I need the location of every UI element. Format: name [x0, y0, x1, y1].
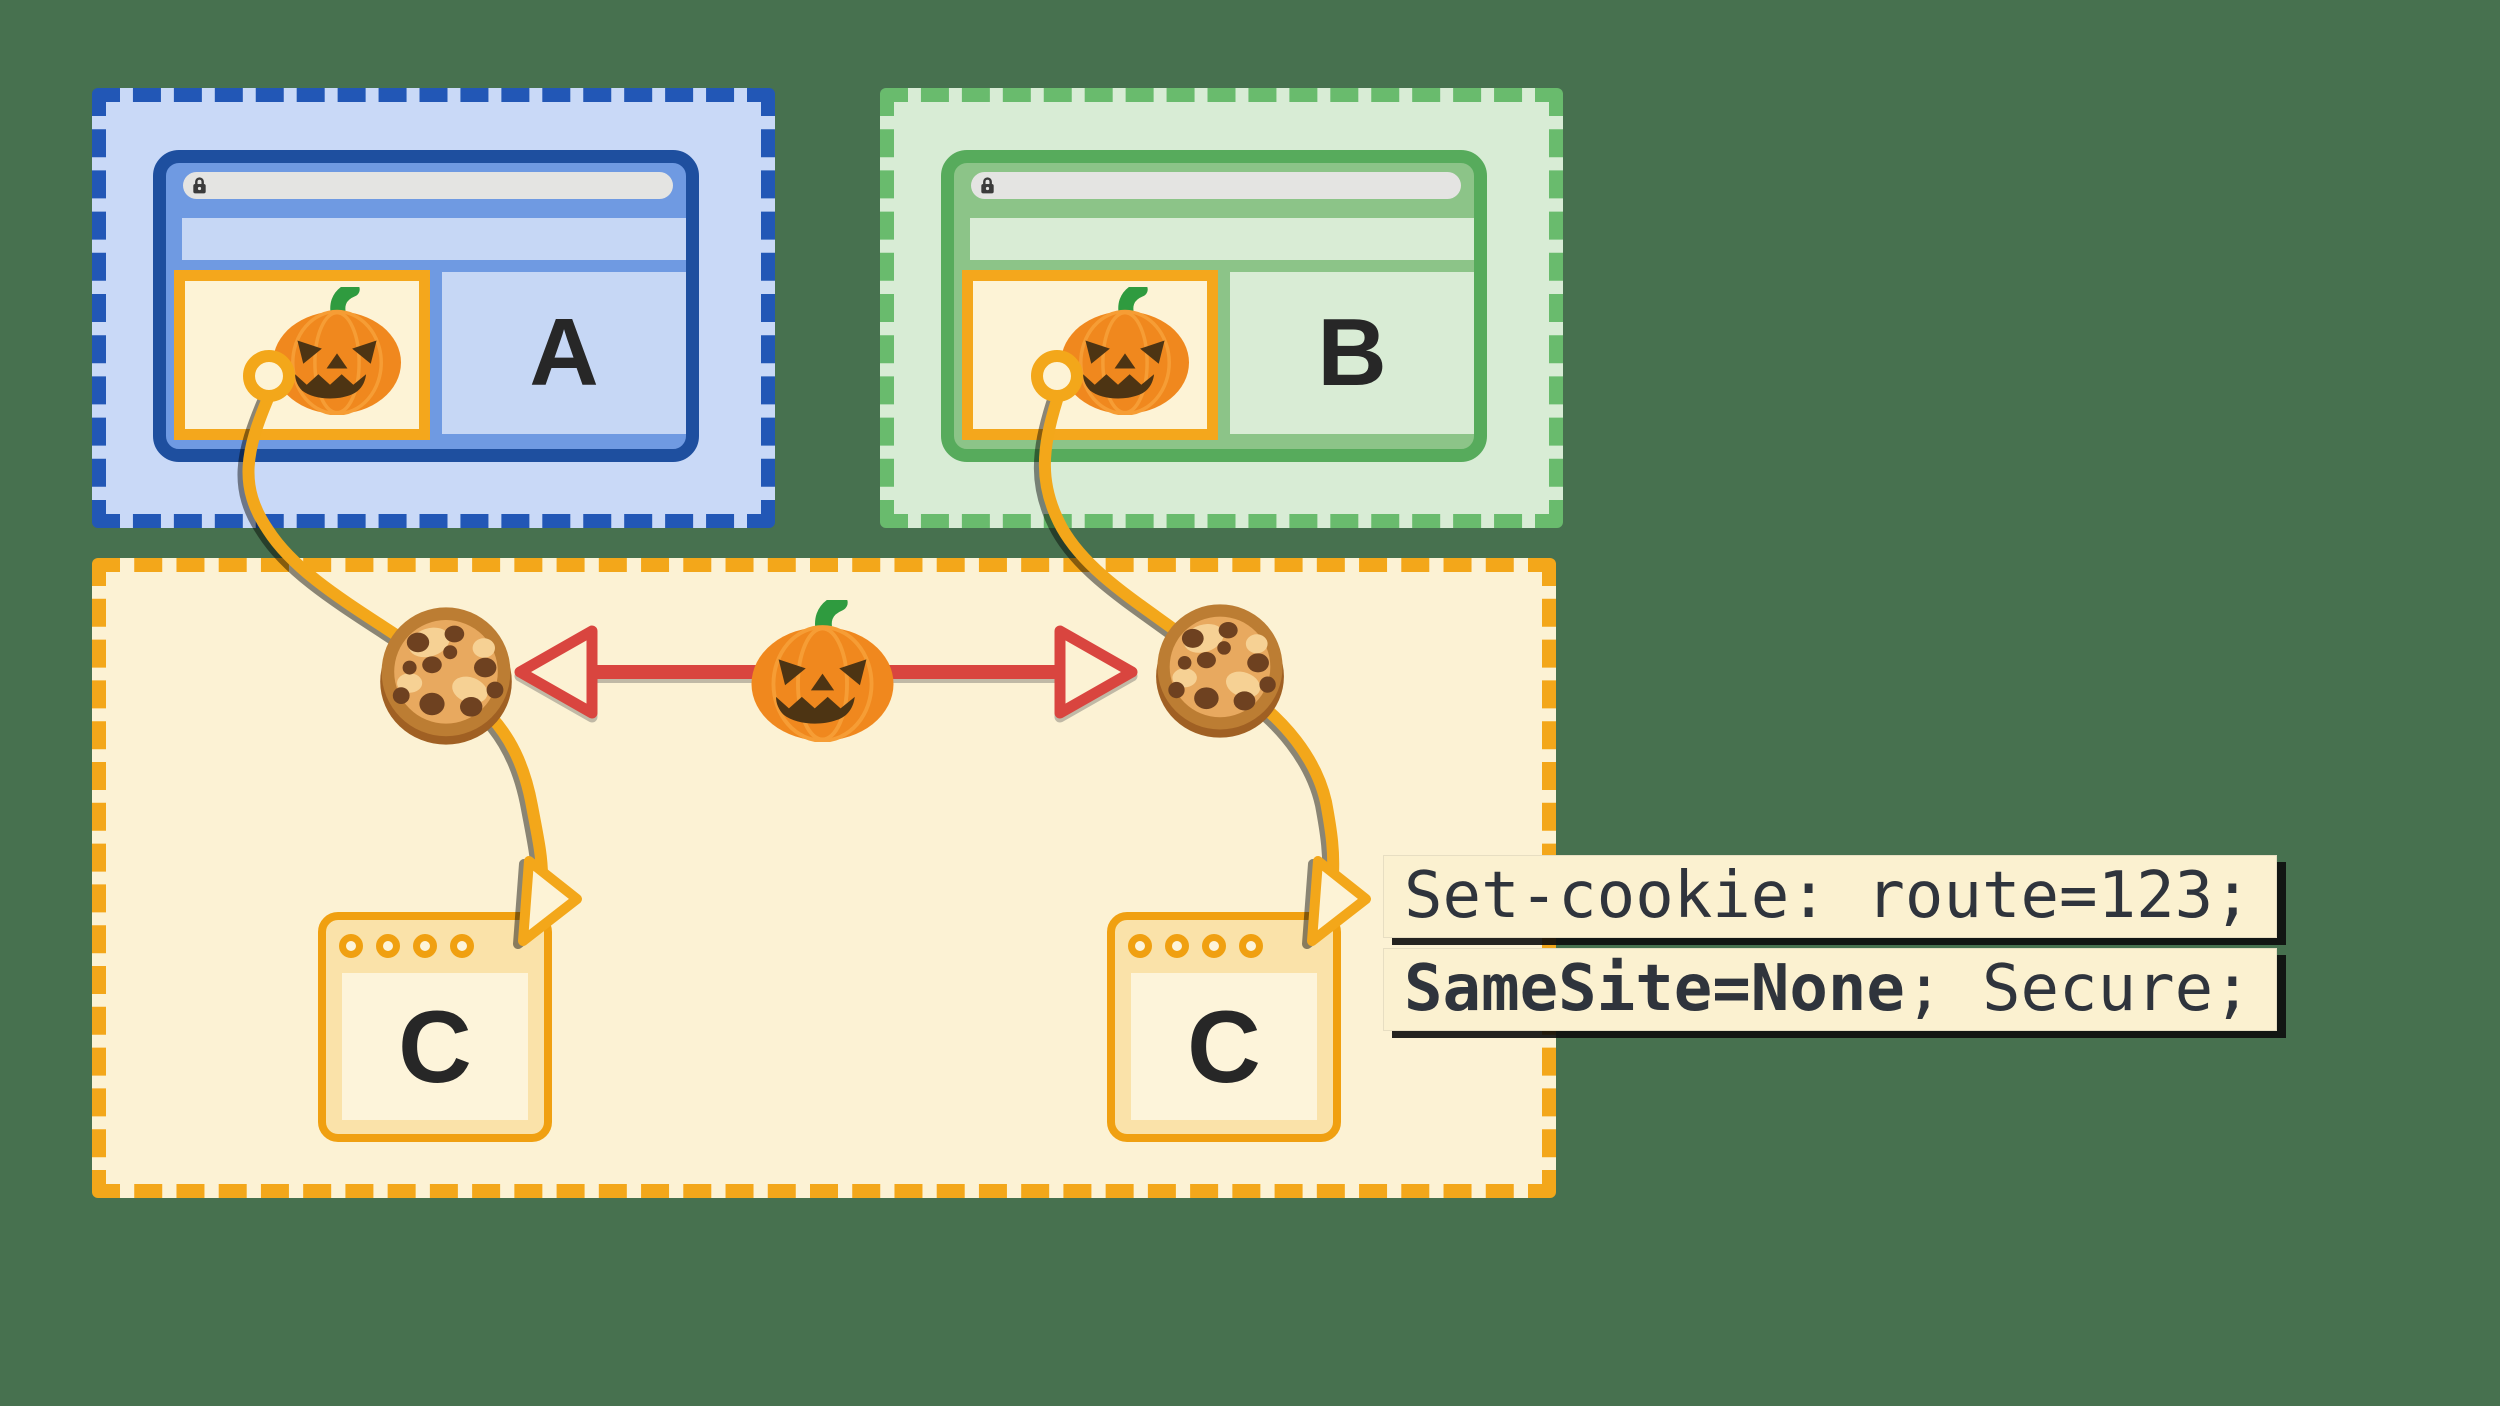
window-dots — [339, 934, 487, 958]
window-c-right-label: C — [1187, 989, 1261, 1104]
window-dot — [450, 934, 474, 958]
site-a-label: A — [529, 299, 599, 406]
window-c-left-label: C — [398, 989, 472, 1104]
site-b-label: B — [1317, 299, 1387, 406]
window-dot — [1165, 934, 1189, 958]
third-party-iframe-b — [962, 270, 1218, 440]
address-bar-b — [971, 172, 1461, 199]
third-party-window-c-right: C — [1107, 912, 1341, 1142]
set-cookie-text: Set-cookie: route=123; — [1404, 859, 2252, 933]
window-c-right-body: C — [1131, 973, 1317, 1120]
third-party-window-c-left: C — [318, 912, 552, 1142]
secure-text: ; Secure; — [1904, 952, 2252, 1026]
site-b-content-block: B — [1230, 272, 1474, 434]
window-dot — [376, 934, 400, 958]
page-content-band-b — [970, 218, 1474, 260]
window-dot — [1239, 934, 1263, 958]
lock-icon — [981, 177, 994, 194]
window-dot — [339, 934, 363, 958]
browser-window-b: B — [941, 150, 1487, 462]
window-dot — [413, 934, 437, 958]
set-cookie-header-line-1: Set-cookie: route=123; — [1383, 855, 2277, 938]
third-party-iframe-a — [174, 270, 430, 440]
window-dot — [1128, 934, 1152, 958]
window-dot — [1202, 934, 1226, 958]
lock-icon — [193, 177, 206, 194]
page-content-band-a — [182, 218, 686, 260]
browser-window-a: A — [153, 150, 699, 462]
site-a-content-block: A — [442, 272, 686, 434]
window-c-left-body: C — [342, 973, 528, 1120]
window-dots — [1128, 934, 1276, 958]
set-cookie-header-line-2: SameSite=None; Secure; — [1383, 948, 2277, 1031]
address-bar-a — [183, 172, 673, 199]
samesite-none-text: SameSite=None — [1404, 952, 1905, 1026]
